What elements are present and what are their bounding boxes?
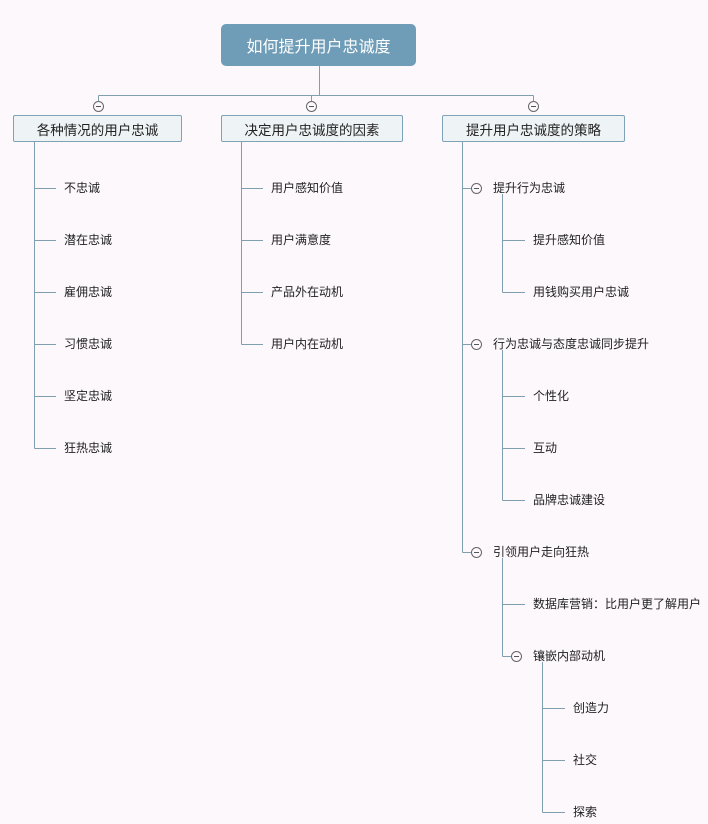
collapse-toggle-subtopic-1-icon[interactable] [471, 183, 482, 194]
leaf-perceived-value[interactable]: 用户感知价值 [271, 181, 344, 195]
root-topic[interactable]: 如何提升用户忠诚度 [221, 24, 416, 66]
branch-loyalty-factors[interactable]: 决定用户忠诚度的因素 [221, 115, 403, 142]
collapse-toggle-branch-2-icon[interactable] [306, 101, 317, 112]
leaf-social[interactable]: 社交 [573, 753, 598, 767]
leaf-hired-loyalty[interactable]: 雇佣忠诚 [64, 285, 113, 299]
leaf-brand-loyalty[interactable]: 品牌忠诚建设 [533, 493, 606, 507]
subtopic-behavior-attitude-sync[interactable]: 行为忠诚与态度忠诚同步提升 [493, 337, 650, 351]
leaf-disloyal[interactable]: 不忠诚 [64, 181, 101, 195]
subtopic-embed-internal-motivation[interactable]: 镶嵌内部动机 [533, 649, 606, 663]
subtopic-lead-to-fanaticism[interactable]: 引领用户走向狂热 [493, 545, 590, 559]
leaf-latent-loyalty[interactable]: 潜在忠诚 [64, 233, 113, 247]
collapse-toggle-branch-1-icon[interactable] [93, 101, 104, 112]
collapse-toggle-subtopic-2-icon[interactable] [471, 339, 482, 350]
collapse-toggle-branch-3-icon[interactable] [528, 101, 539, 112]
leaf-creativity[interactable]: 创造力 [573, 701, 610, 715]
leaf-interaction[interactable]: 互动 [533, 441, 558, 455]
leaf-personalization[interactable]: 个性化 [533, 389, 570, 403]
leaf-satisfaction[interactable]: 用户满意度 [271, 233, 332, 247]
leaf-database-marketing[interactable]: 数据库营销：比用户更了解用户 [533, 597, 702, 611]
collapse-toggle-subtopic-embed-icon[interactable] [511, 651, 522, 662]
leaf-internal-motivation[interactable]: 用户内在动机 [271, 337, 344, 351]
leaf-buy-loyalty[interactable]: 用钱购买用户忠诚 [533, 285, 630, 299]
leaf-exploration[interactable]: 探索 [573, 805, 598, 819]
leaf-firm-loyalty[interactable]: 坚定忠诚 [64, 389, 113, 403]
collapse-toggle-subtopic-3-icon[interactable] [471, 547, 482, 558]
leaf-external-motivation[interactable]: 产品外在动机 [271, 285, 344, 299]
branch-loyalty-types[interactable]: 各种情况的用户忠诚 [13, 115, 182, 142]
leaf-habitual-loyalty[interactable]: 习惯忠诚 [64, 337, 113, 351]
leaf-raise-perceived-value[interactable]: 提升感知价值 [533, 233, 606, 247]
branch-loyalty-strategies[interactable]: 提升用户忠诚度的策略 [442, 115, 625, 142]
subtopic-behavioral-loyalty[interactable]: 提升行为忠诚 [493, 181, 566, 195]
leaf-fanatic-loyalty[interactable]: 狂热忠诚 [64, 441, 113, 455]
